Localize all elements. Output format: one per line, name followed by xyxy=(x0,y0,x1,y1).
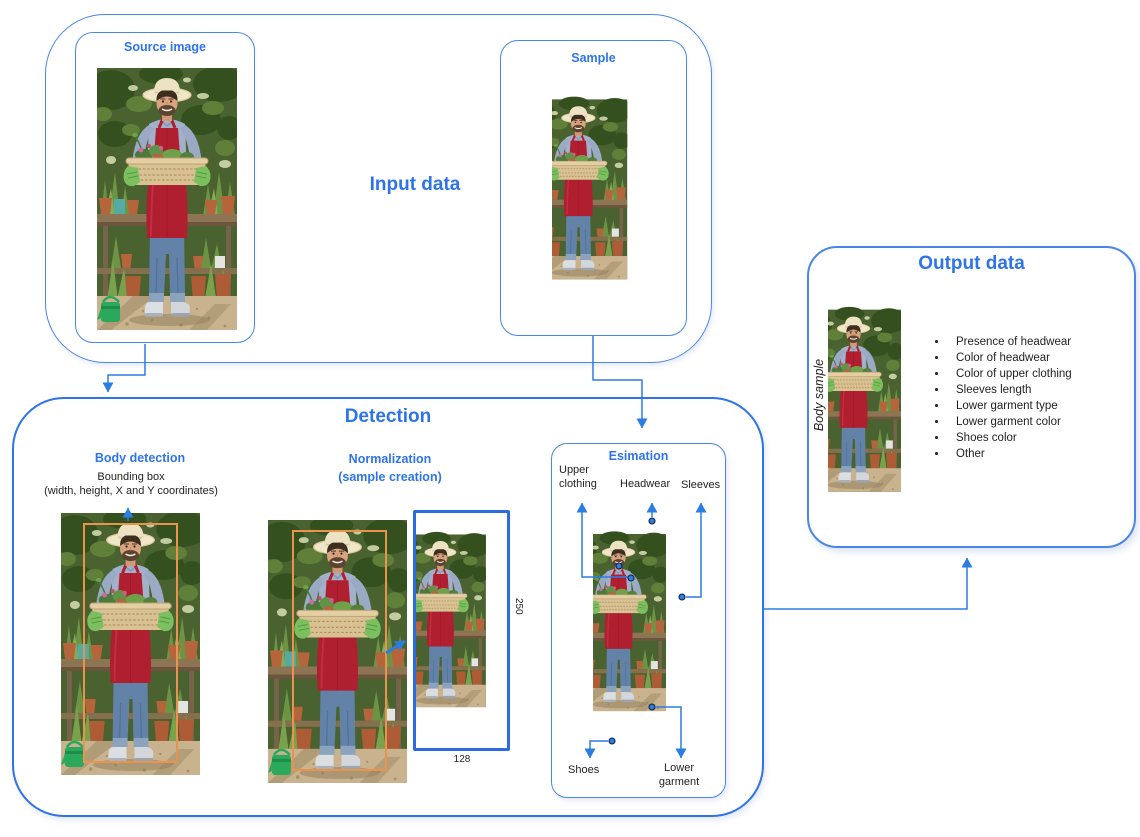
attribute-item: Presence of headwear xyxy=(948,336,1140,349)
shoes-label: Shoes xyxy=(568,764,600,776)
upper-clothing-label: Upper clothing xyxy=(559,464,597,490)
attribute-item: Lower garment color xyxy=(948,416,1140,429)
sample-label: Sample xyxy=(571,51,616,65)
body-sample-image xyxy=(828,287,923,535)
source-image-label: Source image xyxy=(124,40,206,54)
normalization-label: Normalization (sample creation) xyxy=(290,451,490,486)
sample-height-label: 250 xyxy=(513,598,524,615)
body-detection-image xyxy=(61,513,200,775)
bounding-box-caption-line1: Bounding box xyxy=(97,471,165,483)
attribute-item: Shoes color xyxy=(948,432,1140,445)
body-detection-label: Body detection xyxy=(94,451,186,465)
normalization-label-line1: Normalization xyxy=(348,452,432,466)
bounding-box-caption: Bounding box (width, height, X and Y coo… xyxy=(22,470,240,499)
bounding-box xyxy=(292,530,387,771)
bounding-box-caption-line2: (width, height, X and Y coordinates) xyxy=(44,485,218,498)
attribute-item: Color of headwear xyxy=(948,352,1140,365)
headwear-label: Headwear xyxy=(620,478,671,490)
attribute-item: Other xyxy=(948,448,1140,461)
normalization-source-image xyxy=(268,520,407,783)
sample-image xyxy=(552,77,650,322)
normalization-label-line2: (sample creation) xyxy=(338,469,442,484)
estimation-label: Esimation xyxy=(608,449,669,463)
output-attributes-list: Presence of headwear Color of headwear C… xyxy=(932,336,1140,465)
detection-title: Detection xyxy=(344,406,432,427)
sleeves-label: Sleeves xyxy=(681,479,721,491)
sample-width-label: 128 xyxy=(453,754,471,765)
input-data-title: Input data xyxy=(369,174,461,195)
source-image xyxy=(97,68,237,330)
lower-garment-label: Lower garment xyxy=(658,762,700,788)
arrow-detection-to-output xyxy=(764,557,973,610)
attribute-item: Color of upper clothing xyxy=(948,368,1140,381)
attribute-item: Sleeves length xyxy=(948,384,1140,397)
estimation-image xyxy=(593,512,688,753)
bounding-box xyxy=(83,523,178,763)
body-sample-label: Body sample xyxy=(812,358,826,432)
attribute-item: Lower garment type xyxy=(948,400,1140,413)
output-data-title: Output data xyxy=(918,253,1025,274)
normalized-sample-image xyxy=(413,510,510,751)
